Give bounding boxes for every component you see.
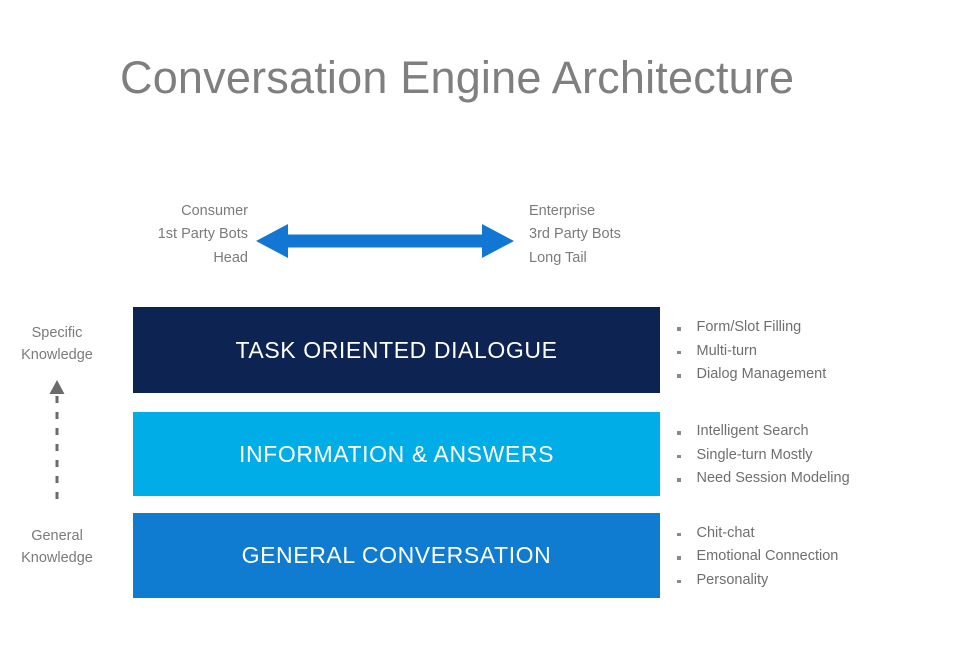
layer-bullets: Intelligent Search Single-turn Mostly Ne…: [677, 412, 850, 497]
layer-bar-label: GENERAL CONVERSATION: [241, 542, 552, 568]
spectrum-left-labels: Consumer 1st Party Bots Head: [80, 200, 248, 270]
knowledge-axis-top-line1: Specific: [31, 325, 83, 341]
knowledge-axis-top-label: Specific Knowledge: [0, 322, 114, 367]
layer-row: INFORMATION & ANSWERS Intelligent Search…: [133, 412, 923, 496]
bullet-label: Need Session Modeling: [696, 470, 850, 487]
spectrum-axis: Consumer 1st Party Bots Head Enterprise …: [0, 200, 955, 282]
list-item: Emotional Connection: [677, 549, 838, 564]
list-item: Dialog Management: [677, 367, 826, 382]
layer-bar-label: TASK ORIENTED DIALOGUE: [235, 336, 558, 363]
bullet-label: Intelligent Search: [696, 423, 809, 440]
list-item: Intelligent Search: [677, 424, 850, 439]
knowledge-axis: Specific Knowledge General Knowledge: [0, 300, 120, 590]
spectrum-right-label-2: 3rd Party Bots: [529, 226, 621, 243]
bullet-label: Dialog Management: [696, 366, 827, 383]
knowledge-axis-bottom-line1: General: [31, 528, 83, 544]
knowledge-axis-bottom-line2: Knowledge: [21, 550, 93, 567]
bullet-icon: [677, 374, 681, 378]
bullet-icon: [677, 579, 681, 584]
bullet-label: Chit-chat: [696, 524, 755, 541]
bullet-icon: [677, 532, 681, 537]
layer-bar-task-oriented-dialogue[interactable]: TASK ORIENTED DIALOGUE: [133, 307, 660, 393]
bullet-icon: [677, 478, 681, 482]
layer-row: TASK ORIENTED DIALOGUE Form/Slot Filling…: [133, 307, 923, 393]
list-item: Personality: [677, 573, 838, 588]
spectrum-right-label-3: Long Tail: [529, 249, 587, 266]
layer-bar-information-and-answers[interactable]: INFORMATION & ANSWERS: [133, 412, 660, 496]
spectrum-right-labels: Enterprise 3rd Party Bots Long Tail: [529, 200, 749, 270]
knowledge-axis-top-line2: Knowledge: [21, 347, 93, 364]
bullet-label: Multi-turn: [696, 342, 757, 359]
layer-bullets: Form/Slot Filling Multi-turn Dialog Mana…: [677, 307, 826, 394]
list-item: Form/Slot Filling: [677, 320, 826, 335]
bullet-label: Single-turn Mostly: [696, 446, 813, 463]
list-item: Multi-turn: [677, 344, 826, 359]
list-item: Chit-chat: [677, 526, 838, 541]
list-item: Need Session Modeling: [677, 471, 850, 486]
layer-row: GENERAL CONVERSATION Chit-chat Emotional…: [133, 513, 923, 598]
spectrum-right-label-1: Enterprise: [529, 203, 596, 219]
bullet-label: Emotional Connection: [696, 548, 839, 565]
bullet-icon: [677, 327, 681, 331]
spectrum-left-label-2: 1st Party Bots: [157, 226, 248, 243]
layer-bar-general-conversation[interactable]: GENERAL CONVERSATION: [133, 513, 660, 598]
knowledge-axis-bottom-label: General Knowledge: [0, 525, 114, 570]
list-item: Single-turn Mostly: [677, 448, 850, 463]
bullet-icon: [677, 431, 681, 435]
bullet-icon: [677, 556, 681, 560]
page-title: Conversation Engine Architecture: [120, 52, 795, 103]
bullet-icon: [677, 350, 681, 355]
spectrum-left-label-3: Head: [213, 249, 248, 266]
bullet-label: Form/Slot Filling: [696, 319, 802, 336]
spectrum-left-label-1: Consumer: [181, 203, 248, 219]
layer-bar-label: INFORMATION & ANSWERS: [238, 440, 555, 467]
layer-bullets: Chit-chat Emotional Connection Personali…: [677, 513, 838, 599]
dashed-up-arrow-icon: [49, 380, 65, 505]
double-headed-horizontal-arrow-icon: [256, 224, 514, 258]
bullet-label: Personality: [696, 571, 769, 588]
bullet-icon: [677, 454, 681, 459]
